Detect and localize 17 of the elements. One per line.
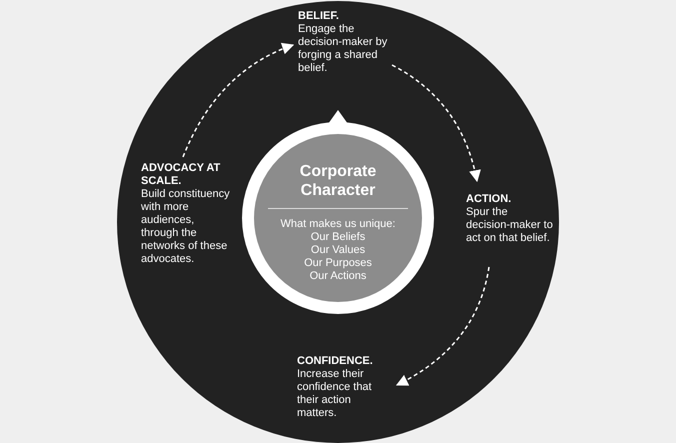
arrow: [182, 43, 294, 158]
stage-heading: CONFIDENCE.: [297, 355, 374, 368]
stage-heading: ADVOCACY AT SCALE.: [141, 162, 222, 188]
stage-heading: BELIEF.: [298, 10, 340, 23]
arrow: [396, 266, 490, 386]
stage-description: Increase their confidence that their action matters.: [297, 368, 373, 420]
stage-description: Engage the decision-maker by forging a shared belief.: [298, 23, 388, 75]
subheading: What makes us unique:: [280, 218, 396, 231]
list-item: Our Beliefs: [310, 231, 366, 244]
stage-description: Spur the decision-maker to act on that belief.: [466, 206, 554, 245]
center-title: Corporate Character: [298, 162, 378, 200]
stage-heading: ACTION.: [466, 193, 512, 206]
list-item: Our Values: [310, 244, 366, 257]
arrow: [392, 64, 481, 182]
list-item: Our Purposes: [304, 257, 372, 270]
stage-description: Build constituency with more audiences, through the networks of these advocates.: [141, 188, 231, 266]
list-item: Our Actions: [310, 270, 366, 283]
